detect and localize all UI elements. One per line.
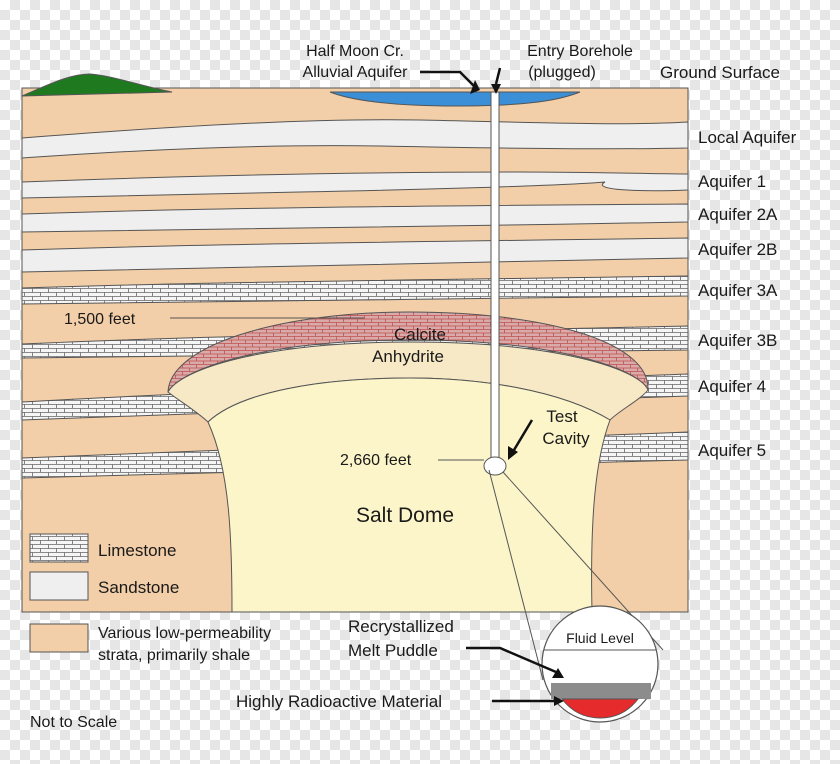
- limestone-layer-3a: [22, 275, 688, 305]
- sandstone-layer-1: [22, 171, 688, 199]
- fluid-level-label: Fluid Level: [566, 630, 634, 646]
- aquifer-label-3a: Aquifer 3A: [698, 281, 778, 300]
- legend-limestone-swatch: [29, 533, 89, 563]
- half-moon-label-1: Half Moon Cr.: [306, 43, 404, 60]
- borehole-arrow: [494, 67, 502, 85]
- test-cavity-arrowhead: [508, 446, 518, 460]
- melt-puddle-arrowhead: [552, 668, 564, 678]
- aquifer-label-5: Aquifer 5: [698, 441, 766, 460]
- anhydrite-label: Anhydrite: [372, 347, 444, 366]
- legend-shale-label-2: strata, primarily shale: [98, 647, 250, 664]
- depth-2660-label: 2,660 feet: [340, 452, 412, 469]
- hill: [21, 73, 173, 97]
- entry-borehole: [490, 91, 500, 459]
- test-cavity-label-2: Cavity: [542, 429, 590, 448]
- legend-shale-swatch: [29, 623, 89, 653]
- half-moon-arrowhead: [470, 80, 480, 94]
- sandstone-layer-2a: [22, 203, 688, 233]
- melt-puddle-label-1: Recrystallized: [348, 617, 454, 636]
- test-cavity-label-1: Test: [546, 407, 577, 426]
- melt-puddle-label-2: Melt Puddle: [348, 641, 438, 660]
- half-moon-label-2: Alluvial Aquifer: [303, 64, 409, 81]
- depth-1500-label: 1,500 feet: [64, 311, 136, 328]
- not-to-scale-label: Not to Scale: [30, 714, 117, 731]
- section-border: [21, 87, 689, 613]
- sandstone-layer-local: [22, 119, 688, 159]
- entry-borehole-label-1: Entry Borehole: [527, 43, 633, 60]
- melt-puddle: [551, 683, 651, 699]
- salt-dome: [207, 377, 611, 613]
- radioactive-label: Highly Radioactive Material: [236, 692, 442, 711]
- salt-dome-label: Salt Dome: [356, 504, 454, 527]
- ground-surface-label: Ground Surface: [660, 63, 780, 82]
- radioactive-material: [560, 698, 640, 719]
- test-cavity-arrow: [512, 419, 534, 451]
- aquifer-label-4: Aquifer 4: [698, 377, 766, 396]
- legend-shale-label-1: Various low-permeability: [98, 625, 271, 642]
- zoom-line-left: [488, 469, 544, 681]
- aquifer-label-2a: Aquifer 2A: [698, 205, 778, 224]
- radioactive-arrowhead: [554, 696, 564, 706]
- aquifer-label-1: Aquifer 1: [698, 172, 766, 191]
- legend-limestone-label: Limestone: [98, 541, 176, 560]
- calcite-label: Calcite: [394, 325, 446, 344]
- alluvial-aquifer-water: [329, 91, 581, 107]
- aquifer-label-2b: Aquifer 2B: [698, 240, 777, 259]
- legend-sandstone-swatch: [29, 571, 89, 601]
- half-moon-arrow: [420, 70, 475, 87]
- aquifer-label-local: Local Aquifer: [698, 128, 797, 147]
- aquifer-label-3b: Aquifer 3B: [698, 331, 777, 350]
- sandstone-layer-2b: [22, 237, 688, 273]
- melt-puddle-arrow: [466, 646, 557, 674]
- borehole-arrowhead: [491, 84, 501, 94]
- legend-sandstone-label: Sandstone: [98, 578, 179, 597]
- entry-borehole-label-2: (plugged): [528, 64, 596, 81]
